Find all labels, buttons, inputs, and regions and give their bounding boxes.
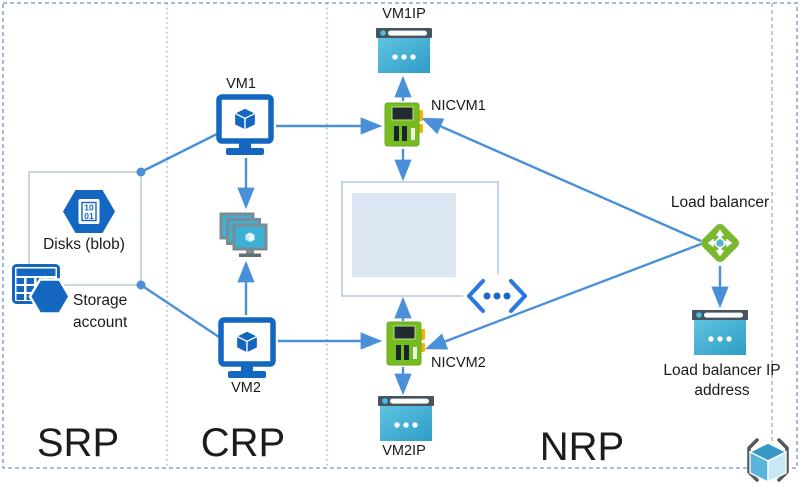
storage-account-icon <box>12 264 72 322</box>
vm2-label: VM2 <box>231 380 261 396</box>
load-balancer-ip-label: Load balancer IP address <box>663 362 781 399</box>
storage-to-vm2-line <box>140 284 220 338</box>
load-balancer-icon <box>698 220 742 271</box>
load-balancer-to-nicvm2-arrow <box>424 242 702 350</box>
load-balancer-label: Load balancer <box>670 194 770 211</box>
region-label-crp: CRP <box>200 421 286 465</box>
storage-to-vm1-line <box>140 131 220 174</box>
disks-blob-icon: 10 01 <box>62 189 116 239</box>
svg-text:10: 10 <box>84 203 94 213</box>
load-balancer-ip-icon <box>692 310 748 361</box>
availability-set-icon <box>219 212 271 265</box>
vm1ip-label: VM1IP <box>382 6 426 22</box>
storage-group-box <box>28 171 142 286</box>
vm1-label: VM1 <box>226 76 256 92</box>
vm2ip-label: VM2IP <box>382 443 426 459</box>
subnet-box <box>352 193 456 277</box>
region-label-srp: SRP <box>36 421 120 465</box>
diagram-outer-border <box>2 2 798 469</box>
storage-box-top-connector-dot <box>136 167 146 177</box>
vm2ip-icon <box>378 396 434 447</box>
vm1ip-icon <box>376 28 432 79</box>
vm1-icon <box>216 94 274 161</box>
azure-vm-logo-icon <box>736 431 800 490</box>
nicvm1-icon <box>384 101 424 153</box>
storage-account-label: Storage account <box>73 292 128 331</box>
nicvm1-label: NICVM1 <box>431 98 486 114</box>
region-label-nrp: NRP <box>539 425 625 469</box>
svg-text:01: 01 <box>84 211 94 221</box>
load-balancer-to-nicvm1-arrow <box>421 117 702 243</box>
storage-box-bottom-connector-dot <box>136 280 146 290</box>
nicvm2-label: NICVM2 <box>431 355 486 371</box>
virtual-network-icon <box>463 274 533 318</box>
disks-blob-label: Disks (blob) <box>43 236 125 253</box>
nicvm2-icon <box>386 320 426 372</box>
vm2-icon <box>218 317 276 384</box>
